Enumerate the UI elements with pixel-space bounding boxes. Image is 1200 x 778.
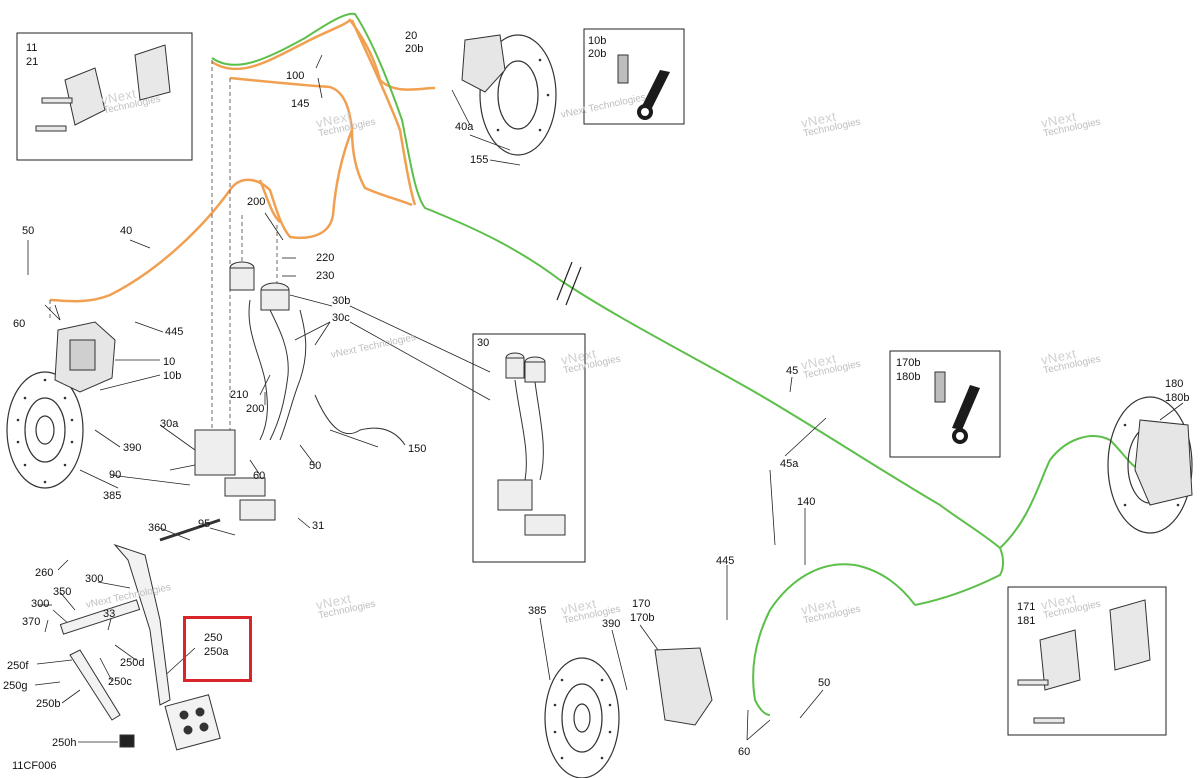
callout-20: 20 <box>405 30 418 42</box>
callout-50-mid: 50 <box>309 460 322 472</box>
sensor-cable <box>314 394 406 446</box>
callout-390: 390 <box>123 442 142 454</box>
callout-10: 10 <box>163 356 176 368</box>
callout-250: 250 <box>204 632 223 644</box>
callout-33: 33 <box>103 608 116 620</box>
callout-30: 30 <box>477 337 490 349</box>
callout-300-left: 300 <box>31 598 50 610</box>
callout-20b-inset: 20b <box>588 48 607 60</box>
brake-disc-front-right <box>479 34 557 156</box>
brake-pads-rear <box>1017 599 1151 724</box>
highlight-box <box>183 616 252 682</box>
brake-disc-front-left <box>6 371 84 489</box>
callout-45a: 45a <box>780 458 799 470</box>
callout-385: 385 <box>103 490 122 502</box>
callout-445-right: 445 <box>716 555 735 567</box>
callout-60: 60 <box>13 318 26 330</box>
disc-holes <box>16 58 1187 760</box>
caliper-rear-left <box>654 647 713 726</box>
callout-385-right: 385 <box>528 605 547 617</box>
callout-445: 445 <box>165 326 184 338</box>
callout-10b-inset: 10b <box>588 35 607 47</box>
callout-95: 95 <box>198 518 211 530</box>
callout-31: 31 <box>312 520 325 532</box>
callout-250b: 250b <box>36 698 61 710</box>
callout-260: 260 <box>35 567 54 579</box>
master-cylinder-assembly <box>194 261 307 521</box>
callout-250g: 250g <box>3 680 28 692</box>
bleeder-front <box>617 54 670 120</box>
green-brake-lines <box>211 12 1141 716</box>
callout-40: 40 <box>120 225 133 237</box>
inset-master-cylinder <box>497 352 566 536</box>
callout-171: 171 <box>1017 601 1036 613</box>
callout-90: 90 <box>109 469 122 481</box>
callout-40a: 40a <box>455 121 474 133</box>
line-break-symbol <box>556 261 582 306</box>
callout-170b: 170b <box>630 612 655 624</box>
callout-45: 45 <box>786 365 799 377</box>
callout-60-mid: 60 <box>253 470 266 482</box>
callout-370: 370 <box>22 616 41 628</box>
callout-250c: 250c <box>108 676 132 688</box>
callout-30c: 30c <box>332 312 350 324</box>
callout-155: 155 <box>470 154 489 166</box>
callout-150: 150 <box>408 443 427 455</box>
brake-pedal-assembly <box>59 518 221 751</box>
callout-21: 21 <box>26 56 39 68</box>
callout-180b: 180b <box>1165 392 1190 404</box>
callout-10b: 10b <box>163 370 182 382</box>
callout-350: 350 <box>53 586 72 598</box>
inset-boxes <box>16 28 1167 736</box>
callout-181: 181 <box>1017 615 1036 627</box>
callout-60-right: 60 <box>738 746 751 758</box>
callout-170: 170 <box>632 598 651 610</box>
caliper-front-right <box>461 34 506 93</box>
callout-220: 220 <box>316 252 335 264</box>
callout-180b-inset: 180b <box>896 371 921 383</box>
callout-250a: 250a <box>204 646 229 658</box>
orange-brake-lines <box>49 18 436 303</box>
callout-30b: 30b <box>332 295 351 307</box>
callout-300: 300 <box>85 573 104 585</box>
callout-11: 11 <box>26 42 38 54</box>
callout-390-right: 390 <box>602 618 621 630</box>
callout-210: 210 <box>230 389 249 401</box>
callout-360: 360 <box>148 522 167 534</box>
caliper-front-left <box>54 321 116 393</box>
brake-pads-front <box>35 44 171 132</box>
callout-250f: 250f <box>7 660 29 672</box>
callout-250d: 250d <box>120 657 145 669</box>
callout-100: 100 <box>286 70 305 82</box>
callout-170b-inset: 170b <box>896 357 921 369</box>
callout-180: 180 <box>1165 378 1184 390</box>
bleeder-rear <box>934 371 980 444</box>
callout-50: 50 <box>22 225 35 237</box>
callout-20b: 20b <box>405 43 424 55</box>
callout-230: 230 <box>316 270 335 282</box>
callout-200-lower: 200 <box>246 403 265 415</box>
callout-145: 145 <box>291 98 310 110</box>
callout-200: 200 <box>247 196 266 208</box>
diagram-code: 11CF006 <box>12 760 57 772</box>
callout-50-right: 50 <box>818 677 831 689</box>
callout-140: 140 <box>797 496 816 508</box>
leader-lines <box>27 54 1184 743</box>
callout-30a: 30a <box>160 418 179 430</box>
brake-disc-rear-left <box>544 657 620 778</box>
caliper-rear-right <box>1134 419 1193 506</box>
callout-250h: 250h <box>52 737 77 749</box>
